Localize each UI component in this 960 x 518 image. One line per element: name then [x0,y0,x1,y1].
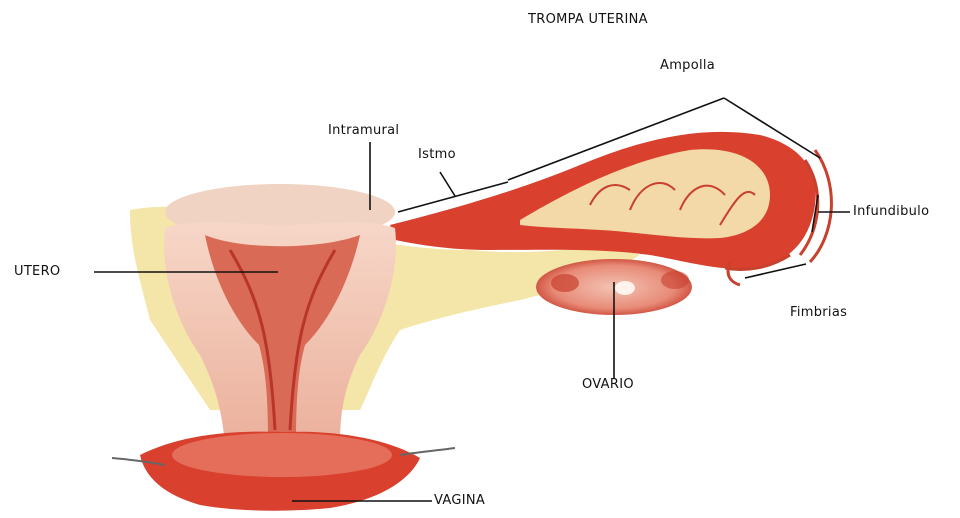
label-istmo: Istmo [418,147,456,162]
label-vagina: VAGINA [434,493,485,508]
label-fimbrias: Fimbrias [790,305,847,320]
label-ovario: OVARIO [582,377,634,392]
label-utero: UTERO [14,264,60,279]
label-ampolla: Ampolla [660,58,715,73]
label-infundibulo: Infundibulo [853,204,929,219]
diagram-title: TROMPA UTERINA [528,12,648,27]
label-intramural: Intramural [328,123,399,138]
istmo-line [440,172,455,196]
